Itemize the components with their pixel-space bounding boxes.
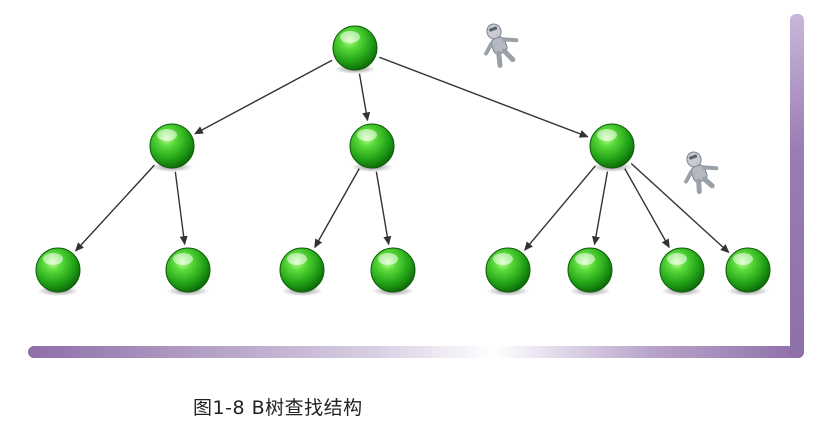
person-figure-icon [484,23,519,68]
purple-frame [28,14,804,358]
nodes [35,25,771,296]
tree-node-l1-b [349,123,395,172]
edge-arrow [379,56,589,138]
edge-arrow [375,171,392,246]
tree-node-l2-c2 [567,247,613,296]
tree-node-l2-c3 [659,247,705,296]
tree-node-l2-b2 [370,247,416,296]
figure-caption: 图1-8 B树查找结构 [193,397,363,419]
edge-arrow [624,168,670,249]
tree-node-l2-c1 [485,247,531,296]
edges [74,56,730,254]
person-figure-icon [684,151,719,195]
tree-node-l2-a2 [165,247,211,296]
tree-node-l2-c4 [725,247,771,296]
edge-arrow [524,165,596,251]
edge-arrow [592,171,609,246]
edge-arrow [194,59,333,135]
edge-arrow [630,163,730,254]
tree-node-l1-a [149,123,195,172]
edge-arrow [74,164,155,252]
edge-arrow [358,73,371,122]
tree-node-l2-b1 [279,247,325,296]
tree-node-root [332,25,378,74]
tree-node-l1-c [589,123,635,172]
tree-node-l2-a1 [35,247,81,296]
edge-arrow [314,168,360,249]
edge-arrow [174,171,188,246]
